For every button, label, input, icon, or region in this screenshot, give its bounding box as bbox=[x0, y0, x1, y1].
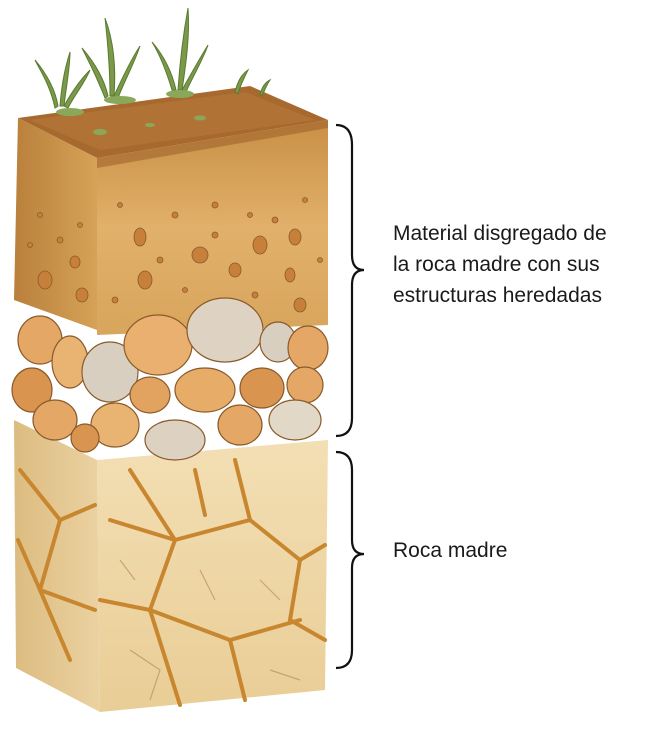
bedrock-side-face bbox=[14, 420, 100, 712]
weathered-layer-label-line-1: Material disgregado de bbox=[393, 218, 665, 249]
weathered-layer-label-line-3: estructuras heredadas bbox=[393, 280, 665, 311]
bedrock-label: Roca madre bbox=[393, 535, 507, 566]
boulder-layer bbox=[12, 298, 328, 460]
bracket-weathered-layer bbox=[336, 125, 364, 436]
weathered-layer-label: Material disgregado de la roca madre con… bbox=[393, 218, 665, 311]
weathered-layer-label-line-2: la roca madre con sus bbox=[393, 249, 665, 280]
bracket-bedrock bbox=[336, 452, 364, 668]
